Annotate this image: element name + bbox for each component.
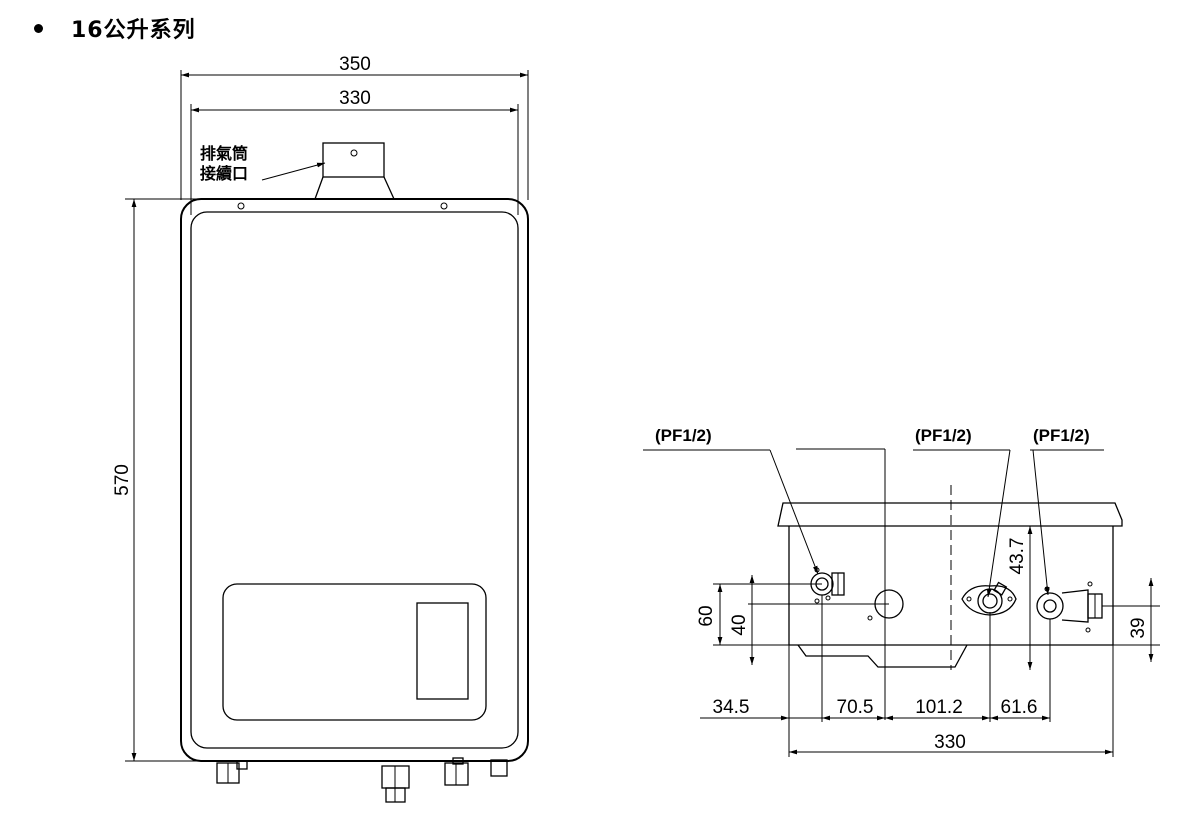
exhaust-collar: [314, 142, 396, 200]
small-mark: [867, 615, 873, 621]
exhaust-label-line1: 排氣筒: [200, 144, 248, 163]
exhaust-leader: [261, 162, 326, 181]
front-panel: [190, 211, 519, 749]
exhaust-label-line2: 接續口: [200, 164, 248, 183]
heading-text: 16公升系列: [71, 18, 196, 43]
control-panel: [222, 583, 487, 721]
bottom-fittings: [216, 757, 508, 803]
dimension-43-7: 43.7: [1007, 526, 1033, 670]
pipe-label-1: (PF1/2): [655, 426, 712, 445]
dim-34-5: 34.5: [713, 697, 750, 718]
bottom-view: (PF1/2) (PF1/2) (PF1/2): [643, 426, 1160, 757]
outlet-fitting-right: [1036, 581, 1103, 633]
heater-body: [180, 198, 529, 762]
dim-39: 39: [1128, 617, 1149, 638]
inlet-fitting-left: [810, 567, 845, 604]
dim-101-2: 101.2: [915, 697, 963, 718]
dimension-40: 40: [729, 575, 889, 665]
dim-width-outer: 350: [339, 54, 371, 75]
dim-width-inner: 330: [339, 88, 371, 109]
dim-40: 40: [729, 614, 750, 635]
bottom-view-skirt: [797, 644, 968, 668]
display-window: [416, 602, 469, 700]
dim-height: 570: [112, 464, 133, 496]
pipe-leader-1: [769, 449, 819, 575]
dim-61-6: 61.6: [1001, 697, 1038, 718]
dim-330-bottom: 330: [934, 732, 966, 753]
bottom-view-lip: [777, 502, 1123, 527]
chain-dimensions: 34.5 70.5 101.2 61.6 330: [700, 595, 1114, 757]
mount-hole-right: [440, 202, 448, 210]
dimension-570: 570: [112, 198, 200, 762]
dimension-39: 39: [1102, 578, 1160, 662]
section-heading: 16公升系列: [34, 10, 196, 46]
mount-hole-left: [237, 202, 245, 210]
pipe-label-2: (PF1/2): [915, 426, 972, 445]
pipe-leader-2: [986, 449, 1011, 598]
dim-70-5: 70.5: [837, 697, 874, 718]
front-view: 350 330 570 排氣筒 接續口: [112, 54, 529, 803]
dimension-350: 350: [180, 54, 529, 200]
dimension-60: 60: [696, 583, 822, 646]
dim-60: 60: [696, 605, 717, 626]
pipe-label-3: (PF1/2): [1033, 426, 1090, 445]
bullet-icon: [34, 23, 43, 33]
dim-43-7: 43.7: [1007, 538, 1028, 575]
pipe-leader-3: [1032, 449, 1050, 596]
dimension-330: 330: [190, 88, 519, 215]
